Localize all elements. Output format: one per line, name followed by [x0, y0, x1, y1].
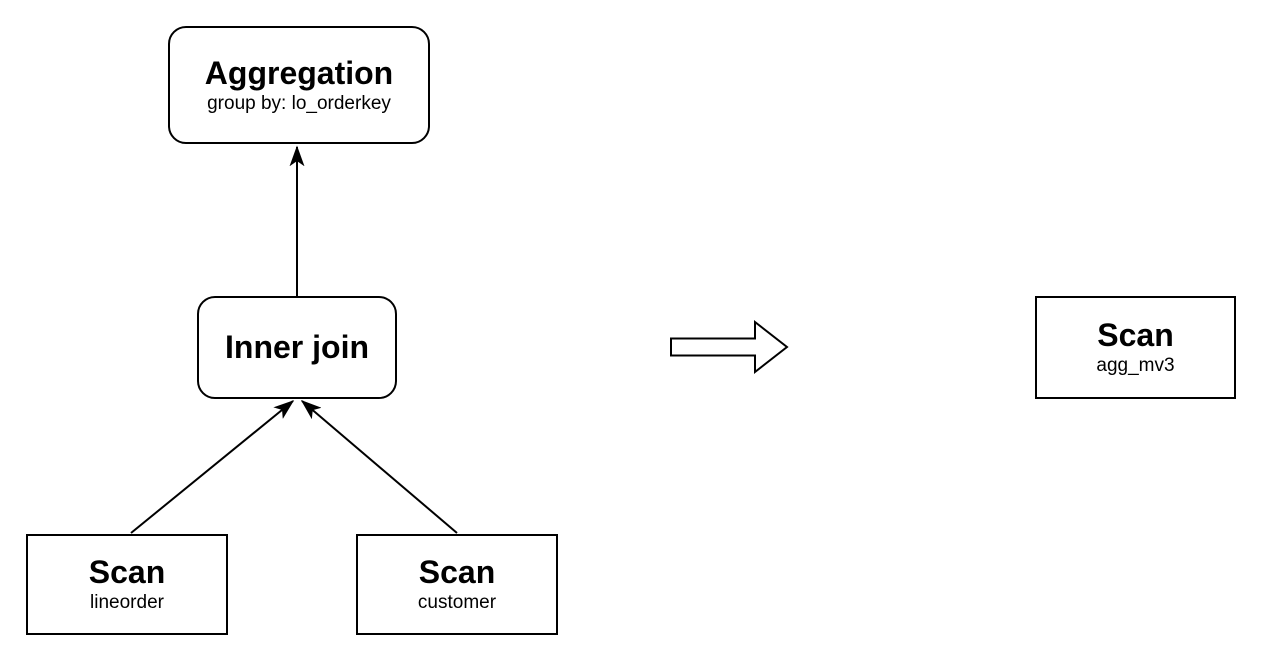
edge-lineorder-to-innerjoin — [130, 401, 293, 534]
node-inner-join-title: Inner join — [225, 329, 369, 366]
right-block-arrow-icon — [670, 319, 789, 375]
node-scan-agg-mv3-subtitle: agg_mv3 — [1096, 355, 1175, 377]
edge-customer-to-innerjoin — [302, 401, 458, 534]
node-scan-customer-title: Scan — [418, 554, 496, 591]
node-scan-lineorder: Scan lineorder — [26, 534, 228, 635]
node-scan-lineorder-title: Scan — [88, 554, 166, 591]
node-scan-agg-mv3-title: Scan — [1097, 317, 1174, 354]
node-aggregation: Aggregation group by: lo_orderkey — [168, 26, 430, 144]
node-scan-customer-subtitle: customer — [417, 592, 497, 614]
node-scan-customer: Scan customer — [356, 534, 558, 635]
node-scan-lineorder-subtitle: lineorder — [90, 592, 164, 614]
node-inner-join: Inner join — [197, 296, 397, 399]
node-aggregation-subtitle: group by: lo_orderkey — [207, 92, 391, 114]
node-aggregation-title: Aggregation — [204, 54, 394, 91]
node-scan-agg-mv3: Scan agg_mv3 — [1035, 296, 1236, 399]
